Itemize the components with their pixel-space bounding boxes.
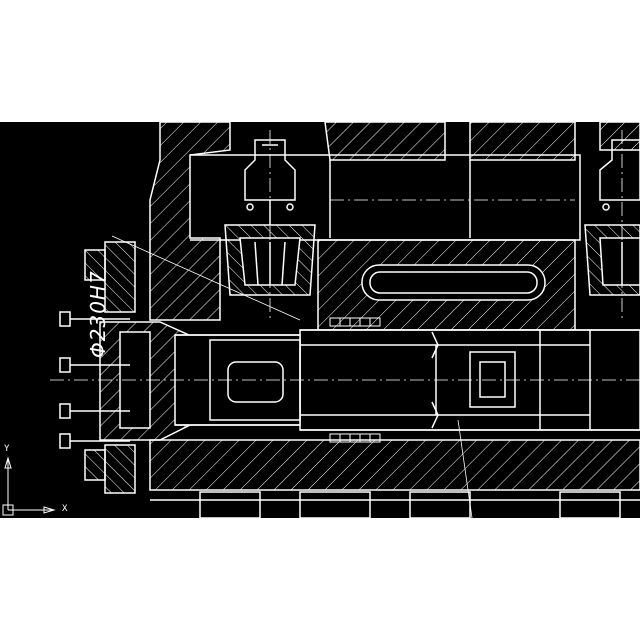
- bottom-margin: [0, 518, 640, 640]
- leader-lines: [111, 235, 473, 518]
- diameter-dimension-label[interactable]: Φ230H7: [86, 270, 110, 358]
- ucs-x-label: X: [62, 504, 68, 514]
- cad-model-viewport[interactable]: Φ230H7 Y X: [0, 122, 640, 518]
- ucs-y-label: Y: [4, 444, 10, 454]
- lower-housing: [149, 439, 640, 518]
- center-lines: [50, 130, 640, 381]
- threaded-collar: [329, 317, 381, 443]
- oil-slot-inner: [369, 271, 538, 294]
- cad-drawing-canvas[interactable]: [0, 122, 640, 518]
- flange-bolts: [59, 241, 136, 494]
- coupling-hub: [99, 321, 301, 441]
- oil-slot: [361, 264, 546, 301]
- tapered-bearing-right: [584, 139, 640, 296]
- ucs-axis-icon: [2, 456, 56, 516]
- nut: [469, 351, 516, 408]
- top-margin: [0, 0, 640, 122]
